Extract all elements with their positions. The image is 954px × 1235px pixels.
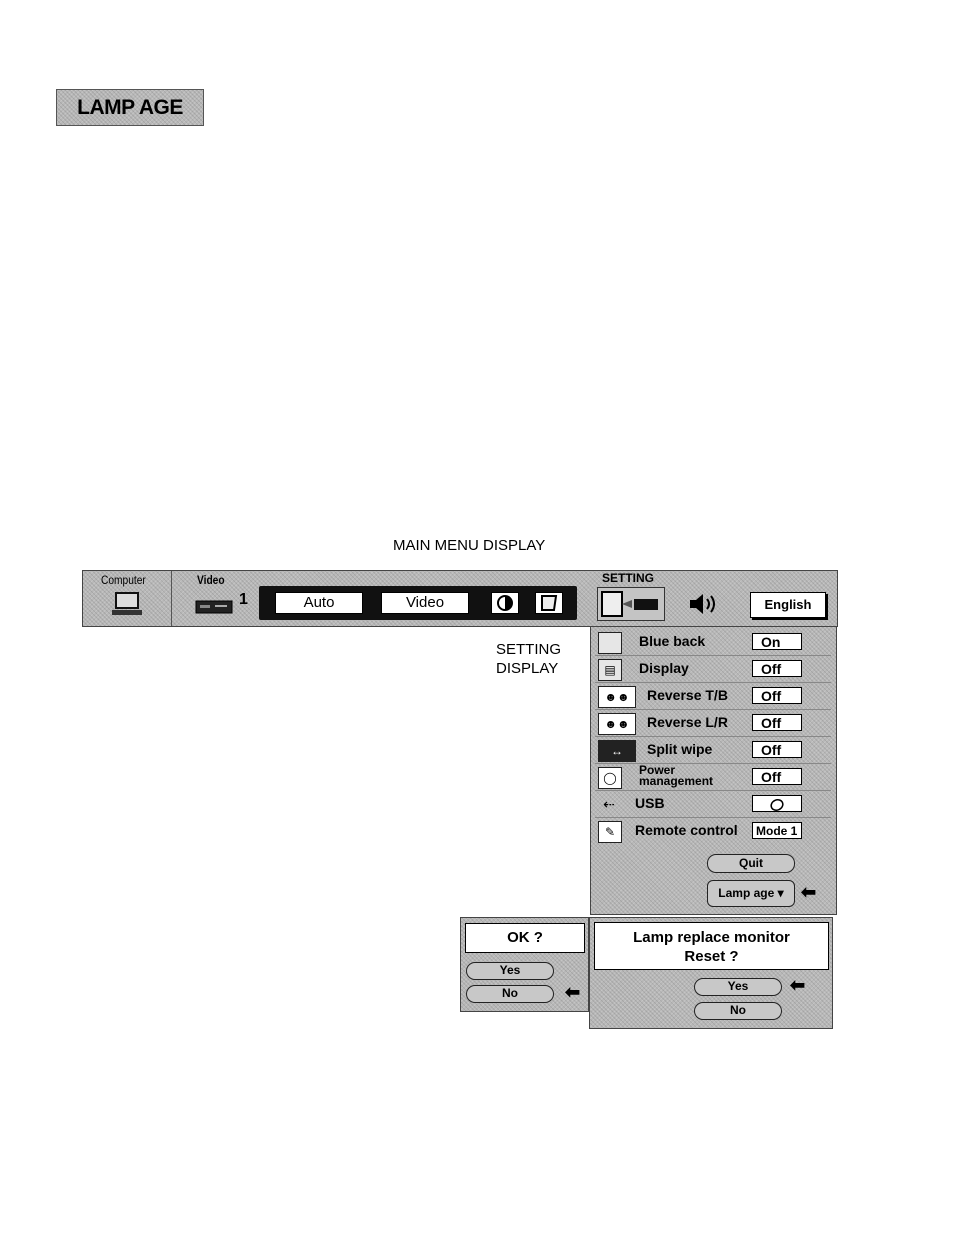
ok-dialog: OK ? Yes No ⬅: [460, 917, 589, 1012]
screen-icon: [537, 593, 561, 613]
pointer-arrow-icon: ⬅: [801, 882, 816, 903]
image-adjust-button[interactable]: [491, 592, 519, 614]
reverse-tb-icon: ☻☻: [598, 686, 636, 708]
auto-button[interactable]: Auto: [275, 592, 363, 614]
menu-strip: Auto Video: [259, 586, 577, 620]
power-bulb-icon: ◯: [598, 767, 622, 789]
computer-icon: [111, 591, 143, 617]
mouse-icon: [766, 796, 788, 812]
quit-button[interactable]: Quit: [707, 854, 795, 873]
setting-row-reverse-tb[interactable]: ☻☻ Reverse T/B Off: [595, 683, 831, 710]
row-label: USB: [635, 795, 665, 811]
reset-dialog-message: Lamp replace monitor Reset ?: [594, 922, 829, 970]
reverse-lr-icon: ☻☻: [598, 713, 636, 735]
lamp-age-button[interactable]: Lamp age ▾: [707, 880, 795, 907]
setting-caption-line1: SETTING: [496, 640, 561, 659]
main-menu-caption: MAIN MENU DISPLAY: [393, 536, 545, 555]
vcr-icon: [195, 597, 233, 617]
setting-row-blue-back[interactable]: Blue back On: [595, 629, 831, 656]
ok-dialog-title: OK ?: [465, 923, 585, 953]
setting-row-split-wipe[interactable]: ↔ Split wipe Off: [595, 737, 831, 764]
reset-no-button[interactable]: No: [694, 1002, 782, 1020]
row-label: Remote control: [635, 822, 738, 838]
video-label: Video: [197, 573, 225, 587]
display-icon: ▤: [598, 659, 622, 681]
setting-row-usb[interactable]: ⇠ USB: [595, 791, 831, 818]
reset-message-line2: Reset ?: [595, 948, 828, 965]
video-tab[interactable]: Video 1: [171, 571, 257, 626]
sound-icon[interactable]: [687, 591, 723, 617]
pointer-arrow-icon: ⬅: [565, 982, 580, 1003]
language-select[interactable]: English: [750, 592, 826, 618]
setting-label: SETTING: [602, 571, 654, 585]
usb-icon: ⇠: [598, 794, 620, 814]
contrast-icon: [493, 593, 517, 613]
projector-setting-icon: [598, 588, 664, 620]
row-value[interactable]: Off: [752, 768, 802, 785]
row-label-line2: management: [639, 776, 713, 787]
screen-button[interactable]: [535, 592, 563, 614]
row-value[interactable]: Off: [752, 741, 802, 758]
video-mode-button[interactable]: Video: [381, 592, 469, 614]
row-label: Reverse L/R: [647, 714, 728, 730]
video-number: 1: [239, 591, 248, 609]
split-wipe-icon: ↔: [598, 740, 636, 762]
blue-back-icon: [598, 632, 622, 654]
chevron-down-icon: ▾: [778, 886, 784, 900]
setting-row-power-management[interactable]: ◯ Power management Off: [595, 764, 831, 791]
computer-label: Computer: [101, 573, 146, 587]
row-value[interactable]: On: [752, 633, 802, 650]
row-label: Display: [639, 660, 689, 676]
ok-no-button[interactable]: No: [466, 985, 554, 1003]
setting-caption-line2: DISPLAY: [496, 659, 558, 678]
row-value[interactable]: Off: [752, 687, 802, 704]
row-label: Reverse T/B: [647, 687, 728, 703]
usb-mouse-value[interactable]: [752, 795, 802, 812]
computer-tab[interactable]: Computer: [83, 571, 172, 626]
row-label: Blue back: [639, 633, 705, 649]
lamp-age-label: Lamp age: [718, 886, 774, 900]
section-title: LAMP AGE: [56, 89, 204, 126]
reset-message-line1: Lamp replace monitor: [595, 929, 828, 946]
row-value[interactable]: Off: [752, 714, 802, 731]
setting-row-remote-control[interactable]: ✎ Remote control Mode 1: [595, 818, 831, 844]
row-value[interactable]: Mode 1: [752, 822, 802, 839]
setting-row-display[interactable]: ▤ Display Off: [595, 656, 831, 683]
ok-yes-button[interactable]: Yes: [466, 962, 554, 980]
setting-tab[interactable]: [597, 587, 665, 621]
reset-yes-button[interactable]: Yes: [694, 978, 782, 996]
row-value[interactable]: Off: [752, 660, 802, 677]
row-label: Split wipe: [647, 741, 712, 757]
main-menu-bar: Computer Video 1 Auto Video SETTING: [82, 570, 838, 627]
setting-row-reverse-lr[interactable]: ☻☻ Reverse L/R Off: [595, 710, 831, 737]
remote-control-icon: ✎: [598, 821, 622, 843]
pointer-arrow-icon: ⬅: [790, 975, 805, 996]
reset-dialog: Lamp replace monitor Reset ? Yes No ⬅: [589, 917, 833, 1029]
